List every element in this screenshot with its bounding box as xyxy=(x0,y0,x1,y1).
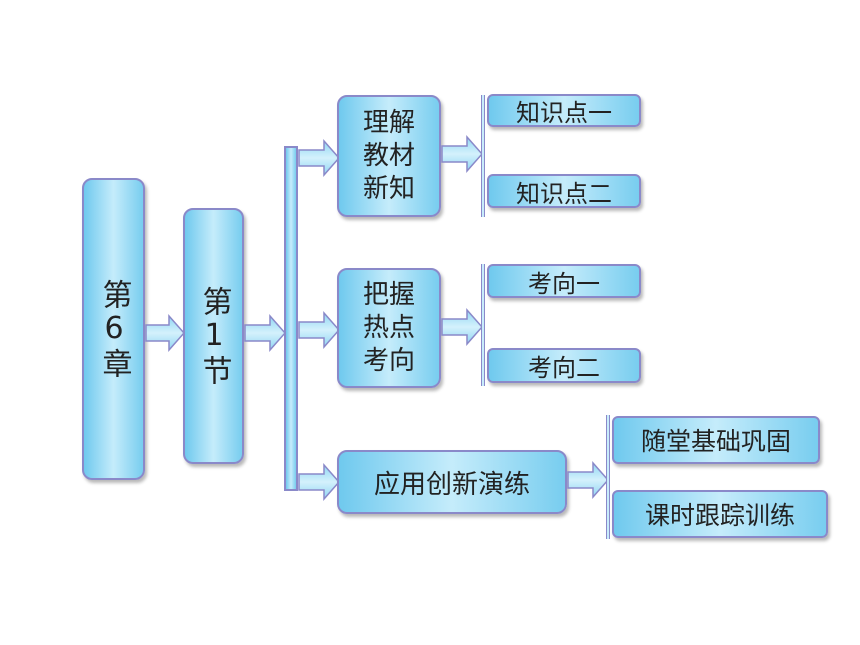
arrow-icon xyxy=(298,311,341,349)
arrow-icon xyxy=(441,308,484,346)
leaf-box[interactable]: 课时跟踪训练 xyxy=(612,490,828,538)
child-connector-bar xyxy=(606,415,610,539)
leaf-label: 随堂基础巩固 xyxy=(640,427,791,456)
leaf-label: 知识点二 xyxy=(516,179,612,208)
branch-label: 把握 热点 考向 xyxy=(362,279,415,376)
arrow-icon xyxy=(567,461,610,499)
leaf-label: 知识点一 xyxy=(516,99,612,127)
branch-connector-bar xyxy=(284,146,298,491)
branch-label: 理解 教材 新知 xyxy=(362,107,415,204)
branch-label: 应用创新演练 xyxy=(373,469,530,500)
leaf-box[interactable]: 考向二 xyxy=(487,348,641,383)
child-connector-bar xyxy=(481,95,485,217)
branch-box-grasp[interactable]: 把握 热点 考向 xyxy=(337,268,441,388)
leaf-box[interactable]: 知识点二 xyxy=(487,174,641,208)
arrow-icon xyxy=(441,135,484,173)
chapter-box[interactable]: 第6章 xyxy=(82,178,145,480)
leaf-label: 课时跟踪训练 xyxy=(644,501,795,530)
branch-box-understand[interactable]: 理解 教材 新知 xyxy=(337,95,441,217)
branch-box-apply[interactable]: 应用创新演练 xyxy=(337,450,567,514)
leaf-label: 考向一 xyxy=(528,269,600,298)
arrow-icon xyxy=(298,463,341,501)
leaf-box[interactable]: 随堂基础巩固 xyxy=(612,416,820,464)
section-box[interactable]: 第1节 xyxy=(183,208,244,464)
arrow-icon xyxy=(298,139,341,177)
section-label: 第1节 xyxy=(196,285,232,387)
child-connector-bar xyxy=(481,264,485,386)
leaf-box[interactable]: 考向一 xyxy=(487,264,641,298)
chapter-label: 第6章 xyxy=(96,278,132,380)
leaf-box[interactable]: 知识点一 xyxy=(487,94,641,127)
leaf-label: 考向二 xyxy=(528,354,600,382)
arrow-icon xyxy=(145,314,186,352)
arrow-icon xyxy=(244,314,287,352)
